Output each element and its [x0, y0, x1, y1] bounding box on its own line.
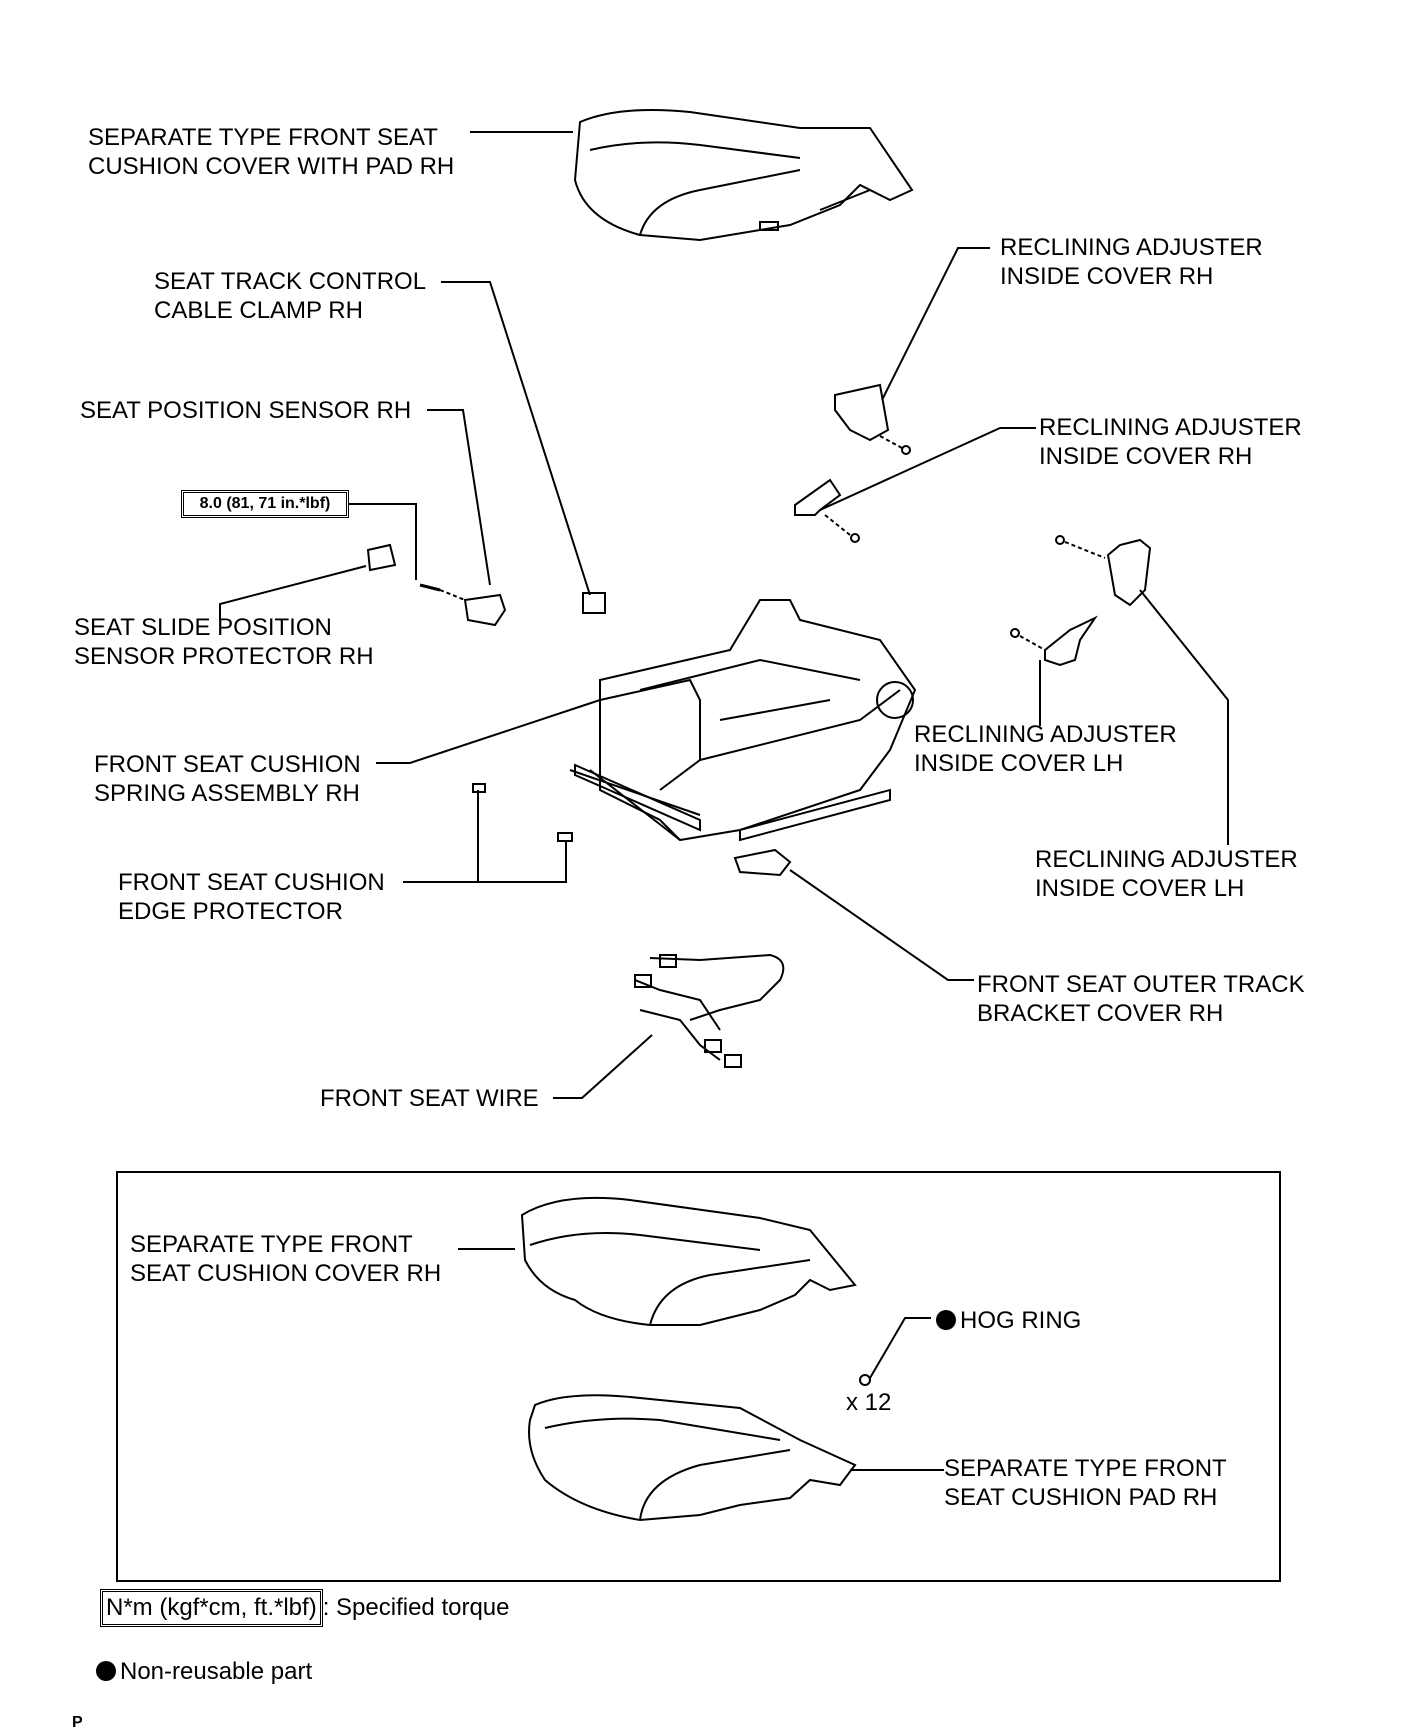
leader-slide-protector [219, 565, 367, 620]
leader-position-sensor [427, 409, 491, 586]
non-reusable-dot-icon [936, 1310, 956, 1330]
leader-recl-lh-2 [1139, 589, 1229, 845]
legend-torque-units: N*m (kgf*cm, ft.*lbf) [100, 1589, 323, 1627]
leader-edge-protector [403, 790, 567, 883]
seat-position-sensor-shape [419, 583, 507, 627]
inset-frame [116, 1171, 1281, 1582]
non-reusable-dot-icon [96, 1661, 116, 1681]
leader-seat-wire [553, 1034, 653, 1099]
recl-lh-1-shape [1010, 615, 1098, 667]
label-hog-ring-qty: x 12 [846, 1389, 892, 1416]
hog-ring-shape [859, 1374, 871, 1386]
edge-protector-1 [472, 783, 486, 793]
inset-cushion-cover-shape [520, 1196, 857, 1326]
slide-protector-shape [366, 543, 397, 572]
leader-recl-rh-1 [881, 247, 990, 401]
recl-rh-1-shape [834, 383, 911, 455]
leader-recl-rh-2 [819, 427, 1036, 511]
label-position-sensor: SEAT POSITION SENSOR RH [80, 397, 412, 424]
legend-torque-text: : Specified torque [322, 1594, 510, 1621]
seat-frame-shape [569, 599, 917, 842]
label-hog-ring: HOG RING [936, 1306, 1081, 1336]
leader-outer-track-cover [789, 869, 974, 981]
outer-track-cover-shape [733, 848, 792, 877]
legend-non-reusable: Non-reusable part [96, 1657, 312, 1687]
recl-rh-2-shape [794, 478, 860, 543]
seat-cushion-cover-with-pad-shape [573, 108, 914, 242]
legend-torque: N*m (kgf*cm, ft.*lbf): Specified torque [100, 1589, 510, 1627]
label-seat-wire: FRONT SEAT WIRE [320, 1085, 539, 1112]
seat-wire-shape [634, 953, 785, 1068]
page-mark: P [72, 1714, 83, 1731]
leader-spring-assembly [376, 699, 601, 764]
edge-protector-2 [557, 832, 573, 842]
leader-cable-clamp [441, 281, 591, 596]
leader-torque [349, 503, 417, 580]
cable-clamp-shape [582, 592, 606, 614]
torque-spec-box: 8.0 (81, 71 in.*lbf) [181, 490, 349, 518]
recl-lh-2-shape [1055, 535, 1152, 607]
leader-hog-ring [869, 1317, 931, 1379]
inset-cushion-pad-shape [528, 1394, 857, 1522]
